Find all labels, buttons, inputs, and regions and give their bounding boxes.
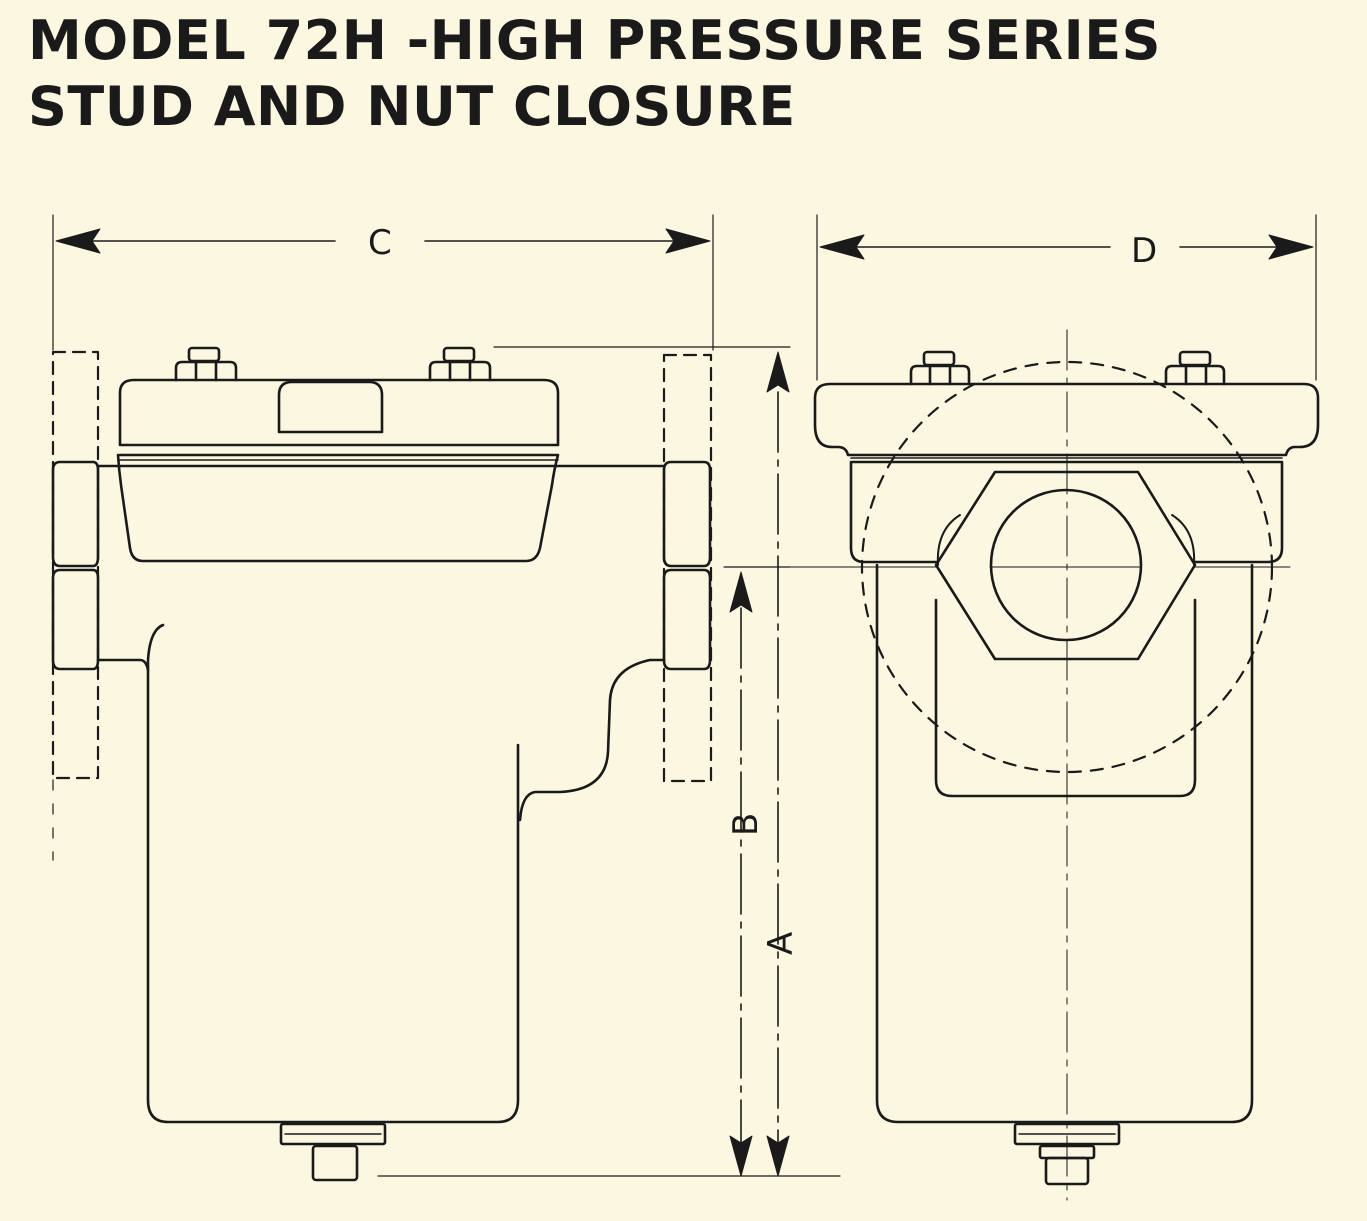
union-nut-left bbox=[51, 460, 100, 671]
body-connector-right bbox=[518, 658, 666, 822]
label-a: A bbox=[761, 932, 801, 955]
title-line-1: MODEL 72H -HIGH PRESSURE SERIES bbox=[28, 9, 1161, 72]
body-flange-side bbox=[849, 460, 1284, 564]
cap-boss bbox=[277, 380, 384, 434]
inlet-boss-side bbox=[934, 598, 1197, 798]
drain-plug-side bbox=[1013, 1122, 1121, 1186]
flange-left-dashed bbox=[51, 350, 100, 780]
union-nut-right bbox=[662, 460, 712, 671]
side-view bbox=[729, 214, 1320, 1201]
front-view bbox=[51, 214, 841, 1182]
stud-nut-right bbox=[428, 346, 492, 382]
drain-plug-front bbox=[279, 1122, 387, 1182]
stud-nut-side-right bbox=[1164, 350, 1226, 386]
label-c: C bbox=[368, 223, 392, 263]
page-title: MODEL 72H -HIGH PRESSURE SERIES STUD AND… bbox=[28, 8, 1161, 140]
label-d: D bbox=[1131, 231, 1157, 271]
body-shell bbox=[146, 623, 520, 1124]
body-shell-side bbox=[875, 563, 1254, 1124]
stud-nut-side-left bbox=[909, 350, 971, 386]
dimension-c bbox=[55, 228, 711, 254]
dimension-a bbox=[493, 346, 791, 1177]
cap bbox=[118, 378, 560, 447]
stud-nut-left bbox=[174, 346, 238, 382]
label-b: B bbox=[726, 813, 766, 836]
swing-circle-dashed bbox=[860, 360, 1274, 774]
dimension-b bbox=[723, 566, 791, 1177]
flange-right-dashed bbox=[662, 353, 713, 783]
body-connector-left bbox=[96, 658, 150, 672]
body-flange bbox=[116, 453, 560, 563]
cap-side bbox=[813, 382, 1320, 457]
dimension-d bbox=[819, 234, 1314, 260]
title-line-2: STUD AND NUT CLOSURE bbox=[28, 75, 796, 138]
inlet-hex-side bbox=[934, 329, 1197, 1201]
